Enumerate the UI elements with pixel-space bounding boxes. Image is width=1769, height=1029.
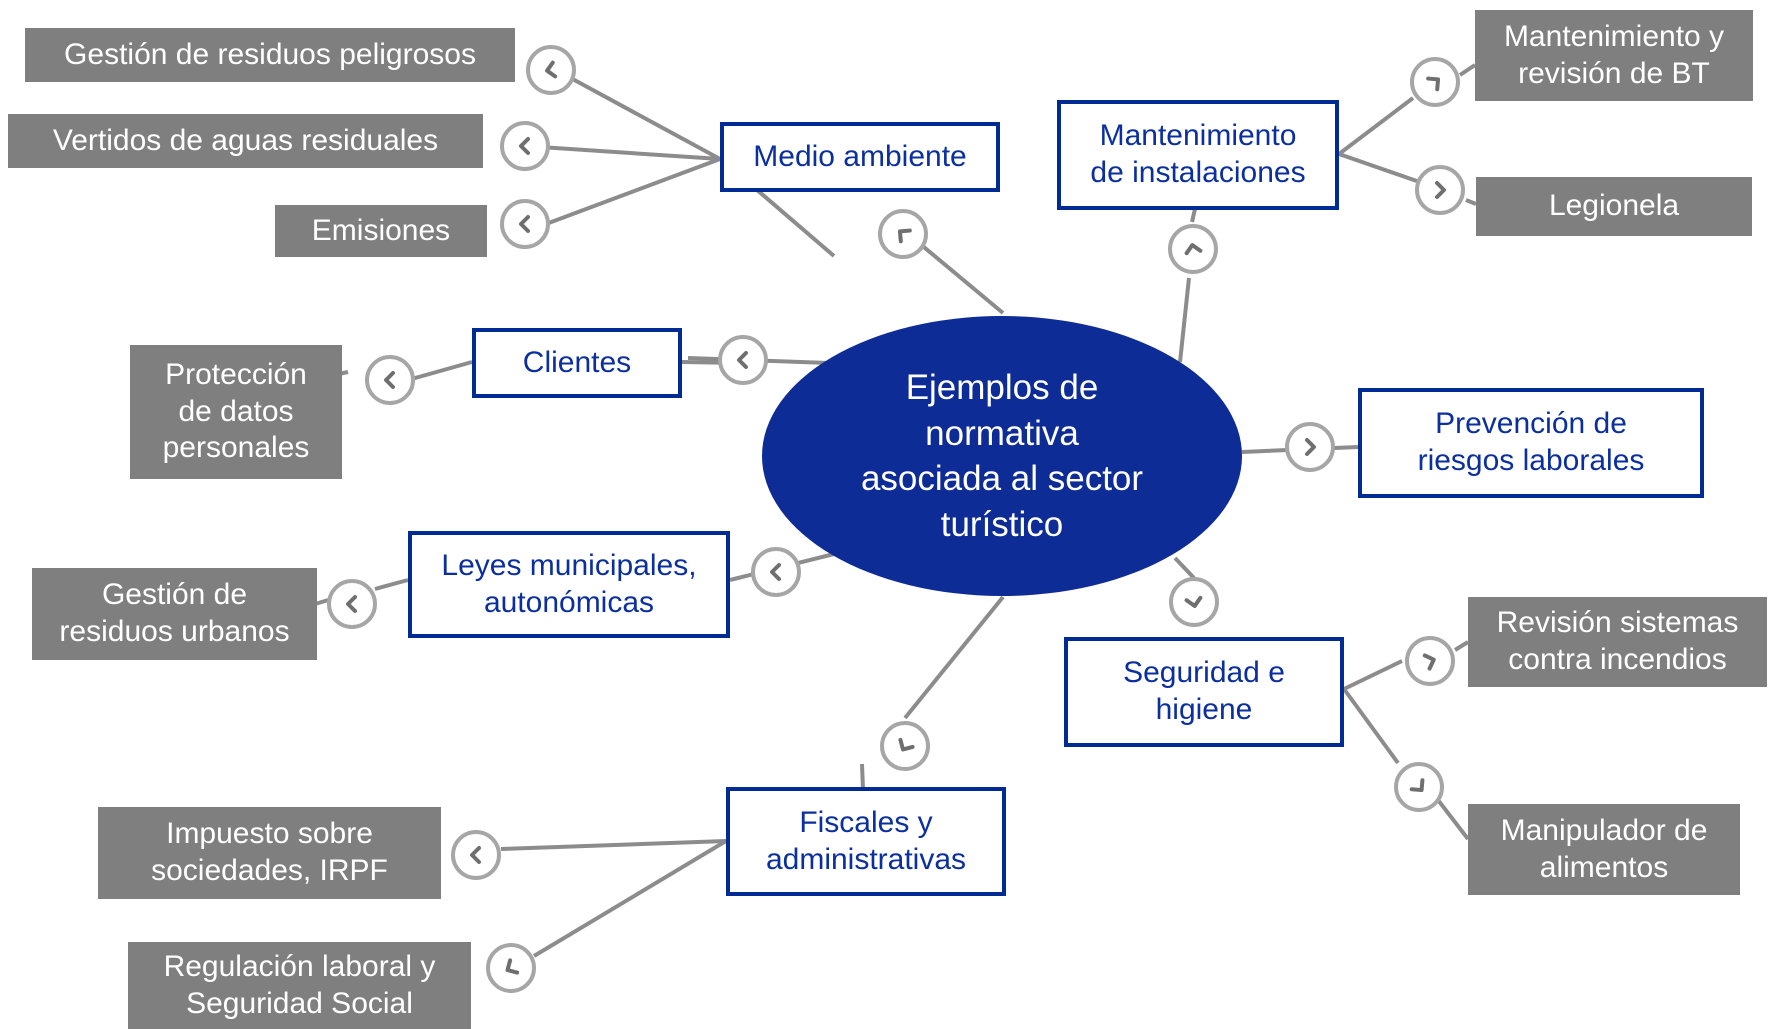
connector-line xyxy=(860,763,865,791)
connector-circle xyxy=(1405,636,1455,686)
leaf-legionela[interactable]: Legionela xyxy=(1476,177,1752,236)
connector-circle xyxy=(500,121,550,171)
connector-circle xyxy=(1169,577,1219,627)
category-label: Clientes xyxy=(522,345,632,379)
leaf-mantenimiento-bt[interactable]: Mantenimiento y revisión de BT xyxy=(1475,10,1753,101)
connector-circle xyxy=(365,355,415,405)
category-fiscales[interactable]: Fiscales y administrativas xyxy=(726,787,1006,896)
arrow-chevron-icon xyxy=(770,563,781,581)
arrow-chevron-icon xyxy=(1435,181,1446,199)
category-mantenimiento[interactable]: Mantenimiento de instalaciones xyxy=(1057,100,1339,210)
connector-circle xyxy=(486,943,536,993)
connector-line xyxy=(374,578,409,591)
connector-line xyxy=(1465,198,1477,206)
leaf-label: Impuesto sobre sociedades, IRPF xyxy=(151,817,388,887)
connector-line xyxy=(1436,798,1470,841)
leaf-regulacion[interactable]: Regulación laboral y Seguridad Social xyxy=(128,942,471,1029)
connector-circle xyxy=(327,579,377,629)
arrow-chevron-icon xyxy=(1184,595,1203,608)
connector-circle xyxy=(1168,224,1218,274)
arrow-chevron-icon xyxy=(1409,778,1425,793)
arrow-chevron-icon xyxy=(505,958,520,975)
arrow-chevron-icon xyxy=(1184,243,1203,256)
connector-line xyxy=(524,144,721,161)
arrow-chevron-icon xyxy=(1305,438,1316,456)
arrow-chevron-icon xyxy=(898,737,915,752)
category-label: Mantenimiento de instalaciones xyxy=(1090,119,1306,189)
category-leyes[interactable]: Leyes municipales, autonómicas xyxy=(408,531,730,638)
connector-line xyxy=(1343,659,1403,691)
arrow-chevron-icon xyxy=(519,215,530,233)
category-prevencion[interactable]: Prevención de riesgos laborales xyxy=(1358,388,1704,498)
leaf-incendios[interactable]: Revisión sistemas contra incendios xyxy=(1468,597,1767,687)
connector-circle xyxy=(1285,422,1335,472)
arrow-chevron-icon xyxy=(545,60,558,79)
category-label: Leyes municipales, autonómicas xyxy=(441,548,697,619)
leaf-label: Regulación laboral y Seguridad Social xyxy=(163,949,436,1020)
connector-line xyxy=(500,839,727,851)
leaf-label: Gestión de residuos urbanos xyxy=(59,578,290,648)
leaf-residuos-peligrosos[interactable]: Gestión de residuos peligrosos xyxy=(25,28,515,82)
connector-line xyxy=(532,839,728,958)
category-label: Prevención de riesgos laborales xyxy=(1417,407,1645,477)
arrow-chevron-icon xyxy=(1422,653,1436,671)
connector-circle xyxy=(751,547,801,597)
arrow-chevron-icon xyxy=(897,228,912,244)
connector-line xyxy=(1458,63,1477,77)
leaf-label: Gestión de residuos peligrosos xyxy=(64,37,476,71)
connector-line xyxy=(1337,96,1415,156)
leaf-label: Mantenimiento y revisión de BT xyxy=(1503,19,1725,90)
connector-circle xyxy=(1415,165,1465,215)
category-medio-ambiente[interactable]: Medio ambiente xyxy=(720,122,1000,192)
connector-circle xyxy=(718,335,768,385)
category-clientes[interactable]: Clientes xyxy=(472,328,682,398)
leaf-label: Legionela xyxy=(1548,189,1680,223)
connector-circle xyxy=(1394,762,1444,812)
connector-line xyxy=(545,157,721,226)
arrow-chevron-icon xyxy=(384,371,395,389)
center-node: Ejemplos de normativa asociada al sector… xyxy=(762,316,1242,596)
connector-line xyxy=(555,68,721,161)
connector-circle xyxy=(526,45,576,95)
connector-line xyxy=(1178,277,1191,363)
connector-circle xyxy=(500,199,550,249)
arrow-chevron-icon xyxy=(519,137,530,155)
leaf-label: Vertidos de aguas residuales xyxy=(52,123,439,157)
connector-circle xyxy=(880,721,930,771)
connector-circle xyxy=(451,830,501,880)
leaf-proteccion-datos[interactable]: Protección de datos personales xyxy=(130,345,342,479)
leaf-impuesto[interactable]: Impuesto sobre sociedades, IRPF xyxy=(98,807,441,899)
connector-circle xyxy=(878,209,928,259)
connector-line xyxy=(1173,556,1196,580)
leaf-emisiones[interactable]: Emisiones xyxy=(275,205,487,257)
leaf-manipulador[interactable]: Manipulador de alimentos xyxy=(1468,804,1740,895)
connector-circle xyxy=(1410,57,1460,107)
connector-line xyxy=(1342,687,1400,765)
arrow-chevron-icon xyxy=(1426,76,1441,92)
center-title: Ejemplos de normativa asociada al sector… xyxy=(860,368,1144,544)
leaf-vertidos[interactable]: Vertidos de aguas residuales xyxy=(8,114,483,168)
leaf-label: Manipulador de alimentos xyxy=(1500,813,1708,884)
connector-line xyxy=(903,595,1005,720)
connector-line xyxy=(1453,640,1470,652)
category-label: Medio ambiente xyxy=(753,139,967,173)
connector-line xyxy=(407,360,473,382)
leaf-label: Emisiones xyxy=(311,213,451,247)
leaf-label: Revisión sistemas contra incendios xyxy=(1496,606,1739,676)
arrow-chevron-icon xyxy=(737,351,748,369)
arrow-chevron-icon xyxy=(470,846,481,864)
category-label: Fiscales y administrativas xyxy=(765,805,967,876)
leaf-residuos-urbanos[interactable]: Gestión de residuos urbanos xyxy=(32,568,317,660)
arrow-chevron-icon xyxy=(346,595,357,613)
leaf-label: Protección de datos personales xyxy=(162,358,310,465)
category-seguridad[interactable]: Seguridad e higiene xyxy=(1064,637,1344,747)
category-label: Seguridad e higiene xyxy=(1123,656,1285,726)
